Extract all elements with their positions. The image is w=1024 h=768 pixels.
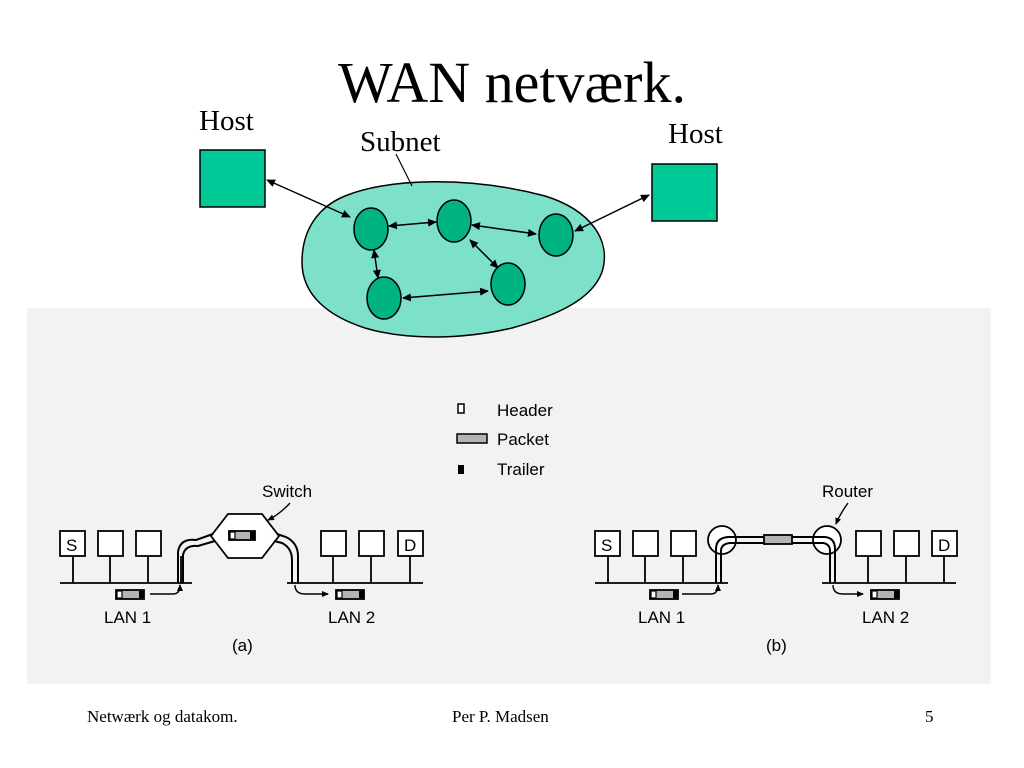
host-right-label: Host	[668, 118, 723, 150]
legend-packet-label: Packet	[497, 430, 549, 449]
host-box	[135, 530, 162, 557]
dest-label: D	[404, 536, 416, 555]
footer-course: Netwærk og datakom.	[87, 707, 238, 726]
legend: Header Packet Trailer	[456, 401, 553, 479]
page-number: 5	[925, 707, 934, 726]
source-host	[594, 530, 621, 557]
caption-b: (b)	[766, 636, 787, 655]
caption-a: (a)	[232, 636, 253, 655]
host-box	[670, 530, 697, 557]
router-node	[538, 213, 574, 257]
host-right	[651, 163, 718, 222]
cable-lan1-switch	[177, 533, 214, 583]
flow-arrow-lan1	[682, 584, 721, 595]
host-left-label: Host	[199, 105, 254, 137]
host-left	[199, 149, 266, 208]
cable-switch-lan2	[276, 533, 299, 583]
part-b	[594, 502, 958, 600]
switch-label: Switch	[262, 482, 312, 501]
lan2-label: LAN 2	[862, 608, 909, 627]
switch-pointer	[267, 502, 291, 521]
lan1-label: LAN 1	[638, 608, 685, 627]
lan2-label: LAN 2	[328, 608, 375, 627]
part-a	[59, 502, 424, 600]
legend-packet-icon	[456, 433, 488, 444]
host-box	[320, 530, 347, 557]
router-node	[353, 207, 389, 251]
subnet-pointer	[395, 153, 413, 187]
router-node	[366, 276, 402, 320]
subnet-label: Subnet	[360, 126, 441, 158]
source-label: S	[66, 536, 77, 555]
dest-host	[931, 530, 958, 557]
host-box	[855, 530, 882, 557]
source-host	[59, 530, 86, 557]
router-label: Router	[822, 482, 873, 501]
slide-title: WAN netværk.	[338, 50, 686, 115]
router-node	[490, 262, 526, 306]
packet-on-link	[763, 534, 793, 545]
footer-author: Per P. Madsen	[452, 707, 549, 726]
legend-header-label: Header	[497, 401, 553, 420]
host-box	[632, 530, 659, 557]
legend-trailer-label: Trailer	[497, 460, 545, 479]
dest-label: D	[938, 536, 950, 555]
legend-header-icon	[457, 403, 465, 414]
host-box	[893, 530, 920, 557]
host-box	[97, 530, 124, 557]
subnet-links	[266, 179, 650, 302]
flow-arrow-lan2	[294, 584, 329, 597]
dest-host	[397, 530, 424, 557]
router-pointer	[835, 502, 849, 525]
host-box	[358, 530, 385, 557]
source-label: S	[601, 536, 612, 555]
lan1-label: LAN 1	[104, 608, 151, 627]
figure-panel	[27, 308, 991, 684]
flow-arrow-lan1	[150, 584, 183, 595]
router-node	[436, 199, 472, 243]
legend-trailer-icon	[458, 465, 464, 474]
flow-arrow-lan2	[832, 584, 864, 597]
